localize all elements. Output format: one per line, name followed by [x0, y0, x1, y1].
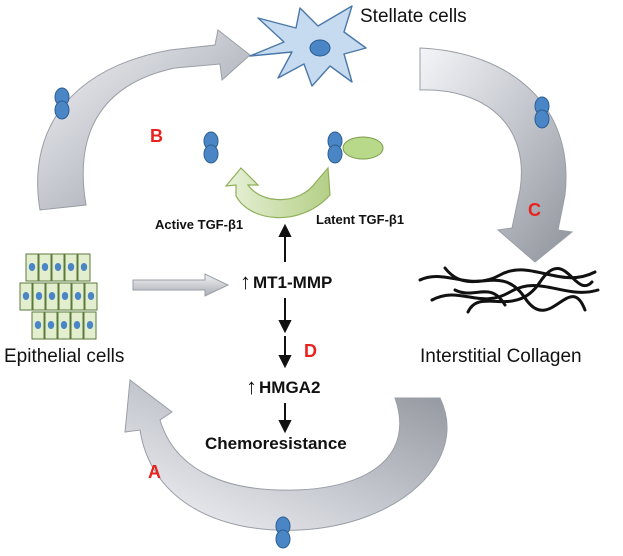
epithelial-nucleus: [73, 321, 81, 329]
epithelial-nucleus: [80, 263, 88, 271]
epithelial-nucleus: [74, 292, 82, 300]
hmga2-label: ↑HMGA2: [246, 373, 320, 399]
latent-tgf-label: Latent TGF-β1: [316, 212, 405, 227]
arrow-collagen-to-epi: [124, 379, 448, 531]
center-arrows: [278, 223, 292, 434]
dimer-right: [534, 96, 550, 129]
epithelial-nucleus: [60, 321, 68, 329]
stellate-cells-label: Stellate cells: [360, 6, 467, 27]
epithelial-nucleus: [67, 263, 75, 271]
dimer-left: [54, 87, 70, 120]
marker-d: D: [304, 341, 317, 361]
mt1mmp-label: ↑MT1-MMP: [240, 268, 332, 294]
collagen-fibers: [418, 266, 600, 314]
epithelial-nucleus: [48, 292, 56, 300]
epithelial-nucleus: [87, 292, 95, 300]
epithelial-nucleus: [86, 321, 94, 329]
dimer-bottom: [275, 516, 291, 549]
latent-complex: [327, 131, 384, 164]
epithelial-nucleus: [41, 263, 49, 271]
arrow-epi-to-stellate: [37, 29, 251, 211]
epithelial-cells: [19, 253, 98, 340]
arrow-stellate-to-collagen: [419, 47, 574, 263]
activation-arrow: [224, 166, 331, 219]
epithelial-nucleus: [28, 263, 36, 271]
stellate-nucleus: [309, 39, 331, 57]
up-arrow-icon: ↑: [240, 269, 251, 294]
epithelial-nucleus: [35, 292, 43, 300]
hmga2-text: HMGA2: [259, 378, 321, 397]
epithelial-cells-label: Epithelial cells: [4, 346, 125, 367]
active-tgf-label: Active TGF-β1: [155, 217, 244, 232]
epithelial-nucleus: [54, 263, 62, 271]
epithelial-nucleus: [47, 321, 55, 329]
epithelial-nucleus: [34, 321, 42, 329]
epithelial-nucleus: [22, 292, 30, 300]
chemoresistance-label: Chemoresistance: [205, 434, 347, 453]
dimer-center: [203, 131, 219, 164]
marker-b: B: [150, 126, 163, 146]
epithelial-nucleus: [61, 292, 69, 300]
up-arrow-icon: ↑: [246, 374, 257, 399]
mt1mmp-text: MT1-MMP: [253, 273, 333, 292]
marker-a: A: [148, 462, 161, 482]
interstitial-collagen-label: Interstitial Collagen: [420, 346, 582, 367]
arrow-epi-to-mt1mmp: [132, 273, 230, 297]
marker-c: C: [528, 200, 541, 220]
stellate-cell: [249, 5, 367, 87]
